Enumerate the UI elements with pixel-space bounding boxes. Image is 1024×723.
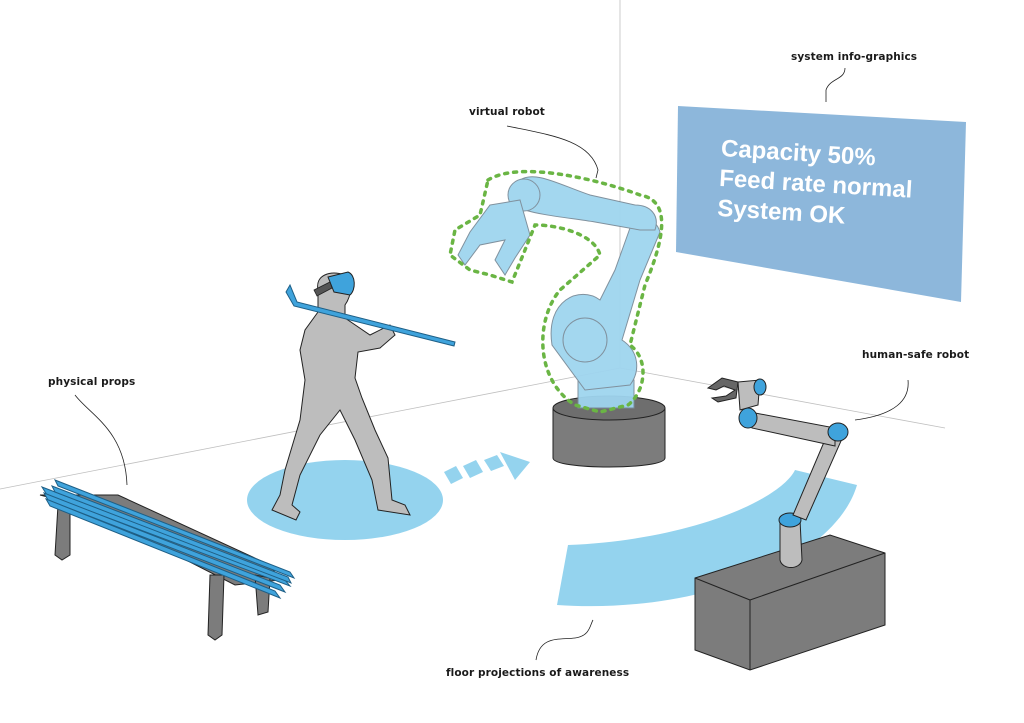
info-panel-text: Capacity 50% Feed rate normal System OK bbox=[717, 134, 916, 236]
gripper-icon bbox=[706, 377, 739, 403]
annotation-leaders bbox=[74, 67, 909, 661]
physical-props-poles bbox=[40, 479, 296, 600]
virtual-robot bbox=[457, 176, 661, 409]
operator-projection bbox=[247, 460, 443, 540]
annotation-floor-projections: floor projections of awareness bbox=[446, 667, 630, 679]
human-safe-robot-base bbox=[694, 534, 886, 671]
awareness-arc bbox=[557, 470, 857, 607]
info-panel bbox=[676, 106, 966, 302]
direction-arrow bbox=[444, 452, 530, 484]
annotation-system-info: system info-graphics bbox=[791, 51, 918, 63]
annotation-physical-props: physical props bbox=[48, 376, 136, 388]
vr-headset-icon bbox=[313, 271, 355, 297]
annotation-virtual-robot: virtual robot bbox=[469, 106, 545, 118]
crowbar bbox=[285, 283, 456, 347]
annotation-human-safe-robot: human-safe robot bbox=[862, 349, 970, 361]
human-safe-robot bbox=[706, 377, 849, 568]
virtual-robot-aura bbox=[448, 169, 664, 414]
